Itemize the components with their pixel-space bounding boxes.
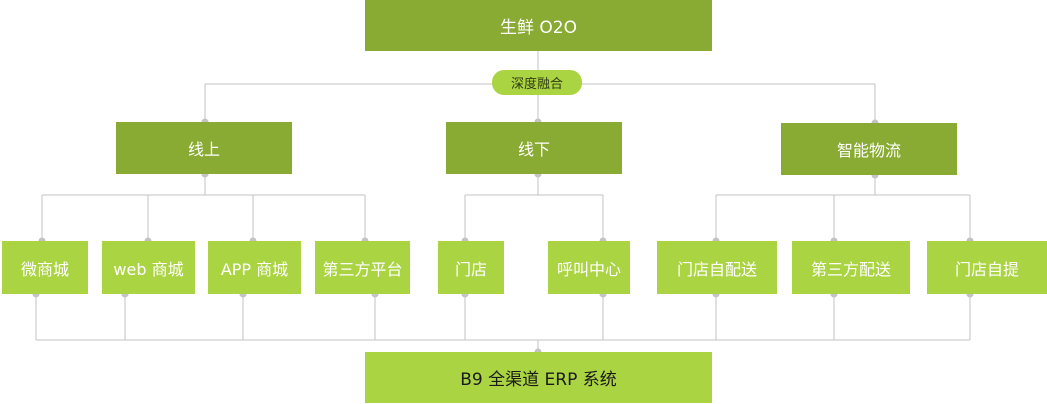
leaf-node-label: 门店 bbox=[454, 259, 487, 279]
top-node-label: 生鲜 O2O bbox=[500, 18, 577, 38]
connector-pill-label: 深度融合 bbox=[510, 77, 563, 92]
leaf-node-store-pickup: 门店自提 bbox=[927, 241, 1047, 294]
branch-node-label: 线上 bbox=[187, 140, 220, 159]
leaf-node-store: 门店 bbox=[438, 241, 504, 294]
branch-node-logistics: 智能物流 bbox=[781, 123, 957, 175]
leaf-node-label: 门店自提 bbox=[954, 259, 1019, 279]
erp-system-node: B9 全渠道 ERP 系统 bbox=[365, 352, 712, 403]
leaf-node-third-party-delivery: 第三方配送 bbox=[792, 241, 910, 294]
leaf-node-label: 门店自配送 bbox=[676, 259, 757, 279]
leaf-node-call-center: 呼叫中心 bbox=[548, 241, 630, 294]
connector-pill: 深度融合 bbox=[492, 70, 582, 95]
leaf-node-label: APP 商城 bbox=[220, 259, 289, 279]
branch-node-online: 线上 bbox=[116, 122, 292, 174]
leaf-node-label: 第三方配送 bbox=[810, 259, 891, 279]
branch-node-label: 智能物流 bbox=[836, 141, 901, 160]
leaf-node-label: web 商城 bbox=[113, 259, 184, 279]
leaf-node-label: 呼叫中心 bbox=[556, 259, 621, 279]
leaf-node-web-mall: web 商城 bbox=[102, 241, 195, 294]
leaf-node-wechat-mall: 微商城 bbox=[2, 241, 88, 294]
leaf-node-app-mall: APP 商城 bbox=[208, 241, 301, 294]
top-node: 生鲜 O2O bbox=[365, 0, 712, 51]
branch-node-offline: 线下 bbox=[446, 122, 622, 174]
leaf-node-third-party-platform: 第三方平台 bbox=[315, 241, 410, 294]
leaf-node-label: 第三方平台 bbox=[322, 259, 403, 279]
branch-node-label: 线下 bbox=[517, 140, 550, 159]
leaf-node-label: 微商城 bbox=[20, 259, 69, 279]
erp-system-label: B9 全渠道 ERP 系统 bbox=[460, 370, 617, 390]
leaf-node-store-delivery: 门店自配送 bbox=[657, 241, 777, 294]
